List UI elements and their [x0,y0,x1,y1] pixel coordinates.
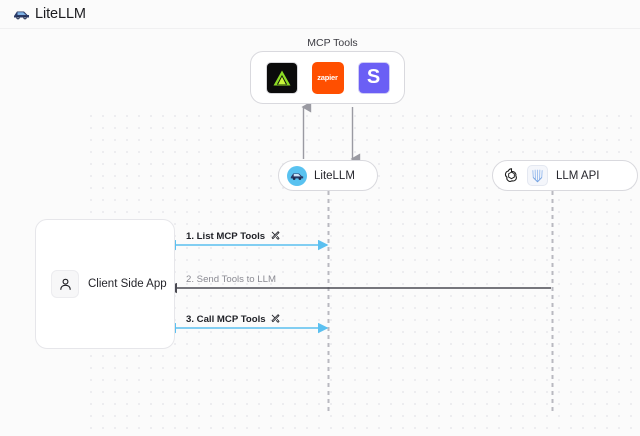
zapier-wordmark: zapier [317,73,338,82]
openai-icon [501,165,522,186]
slack-s-icon[interactable]: S [357,61,390,94]
mcp-tools-group[interactable]: zapier S [250,51,405,104]
message-label-3-text: 3. Call MCP Tools [186,314,266,325]
slack-letter: S [366,66,381,88]
anthropic-icon [527,165,548,186]
apify-triangle-icon[interactable] [265,61,298,94]
message-label-2: 2. Send Tools to LLM [186,274,276,285]
mcp-tools-group-label: MCP Tools [307,37,358,49]
brand-name: LiteLLM [35,6,86,22]
app-header: LiteLLM [0,0,640,29]
tools-wrench-icon [271,314,280,326]
litellm-avatar-icon [287,165,307,186]
tools-wrench-icon [271,231,280,243]
node-client-side-app[interactable]: Client Side App [35,219,175,349]
user-person-icon [51,270,79,298]
diagram-canvas: MCP Tools zapier S LiteLLM [0,29,640,436]
brand[interactable]: LiteLLM [13,6,86,22]
message-label-1-text: 1. List MCP Tools [186,231,266,242]
litellm-car-logo-icon [14,11,29,20]
node-litellm-label: LiteLLM [314,169,355,182]
message-label-3: 3. Call MCP Tools [186,314,280,326]
diagram-edges [165,101,554,411]
node-llm-api-label: LLM API [556,169,600,182]
node-litellm[interactable]: LiteLLM [278,160,378,191]
zapier-icon[interactable]: zapier [311,61,344,94]
message-label-1: 1. List MCP Tools [186,231,280,243]
node-llm-api[interactable]: LLM API [492,160,638,191]
node-client-side-app-label: Client Side App [88,278,167,290]
